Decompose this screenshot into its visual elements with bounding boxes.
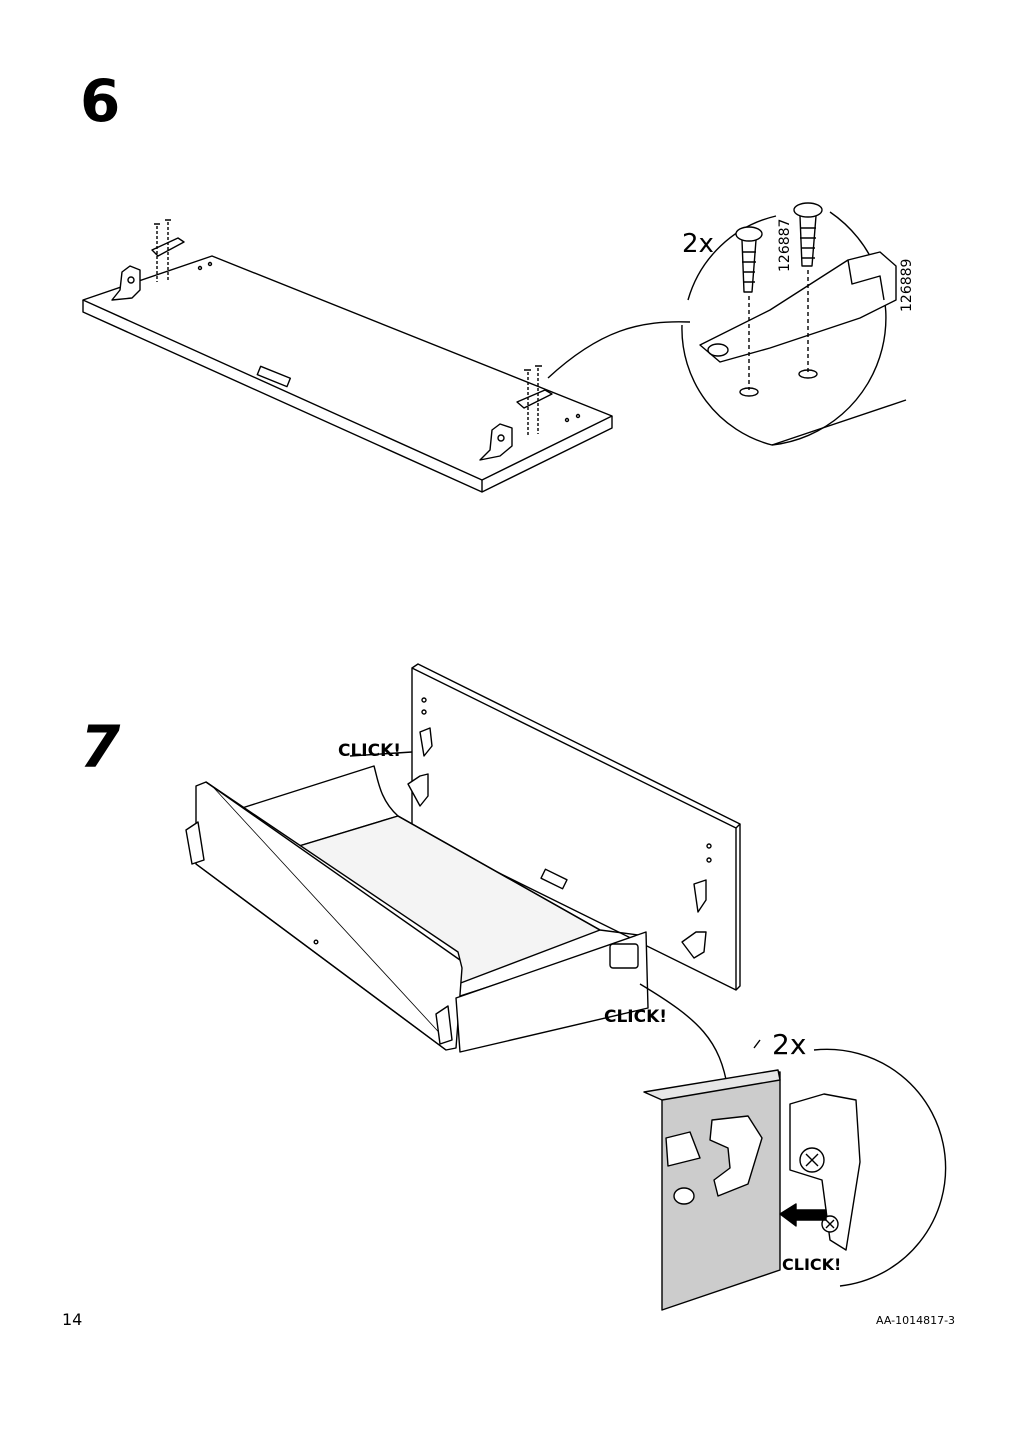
page-number: 14	[62, 1310, 83, 1329]
click-label-detail: CLICK!	[782, 1255, 841, 1274]
step6-panel	[82, 255, 613, 493]
part-code-126889: 126889	[899, 259, 915, 312]
step7-quantity: 2x	[772, 1028, 806, 1061]
step6-right-brackets	[479, 365, 553, 461]
click-label-middle: CLICK!	[604, 1007, 667, 1027]
step-6-number: 6	[80, 67, 121, 135]
screw-icon	[793, 202, 823, 267]
step7-detail-circle	[643, 1048, 947, 1311]
step6-detail-circle	[681, 202, 907, 446]
step7-drawer	[185, 751, 649, 1053]
step-7-number: 7	[80, 713, 121, 781]
arrow-icon	[779, 1203, 827, 1227]
document-id: AA-1014817-3	[876, 1314, 956, 1327]
step6-quantity: 2x	[682, 229, 714, 259]
step7-front-panel	[407, 663, 741, 991]
part-code-126887: 126887	[777, 219, 793, 272]
step6-left-brackets	[111, 219, 185, 301]
click-label-top: CLICK!	[338, 741, 401, 761]
screw-icon	[735, 226, 763, 293]
